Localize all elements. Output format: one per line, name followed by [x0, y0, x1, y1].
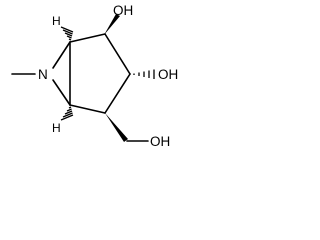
oh-right-label: OH — [158, 67, 178, 82]
bond-n-c2 — [52, 79, 71, 106]
bond-c4-c5 — [104, 73, 131, 114]
oh-bottom-label: OH — [150, 134, 170, 149]
oh-top-label: OH — [113, 3, 133, 18]
hash-c2-h — [60, 106, 74, 121]
nitrogen-label: N — [38, 67, 48, 82]
bond-c5-c2 — [69, 104, 106, 114]
bond-n-c1 — [52, 41, 71, 69]
hash-c4-oh — [133, 69, 155, 79]
hash-c1-h — [60, 26, 74, 41]
h-top-label: H — [52, 14, 61, 28]
bond-c3-c4 — [104, 33, 131, 75]
atom-labels: N OH OH OH H H — [38, 3, 178, 149]
wedge-c3-oh — [104, 14, 120, 35]
bonds — [11, 33, 149, 142]
chemical-structure: N OH OH OH H H — [11, 3, 178, 149]
bond-c1-c3 — [69, 33, 106, 43]
stereo-bonds — [60, 14, 155, 142]
h-bottom-label: H — [52, 121, 61, 135]
wedge-c5-ch2 — [105, 113, 128, 142]
